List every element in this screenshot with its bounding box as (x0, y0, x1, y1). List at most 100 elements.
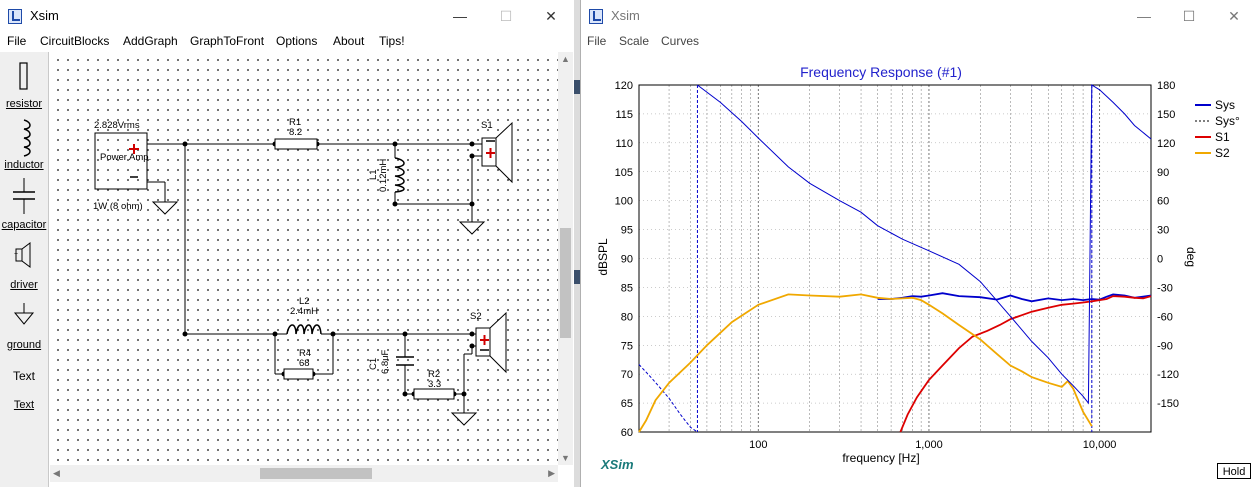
tool-inductor[interactable]: inductor (4, 159, 44, 171)
title-bar[interactable]: Xsim — ☐ ✕ (581, 0, 1257, 32)
speaker-s2[interactable] (472, 311, 507, 374)
y-tick-label: 85 (621, 282, 633, 294)
y2-tick-label: -60 (1157, 311, 1173, 323)
y-tick-label: 80 (621, 311, 633, 323)
scroll-left-icon[interactable]: ◀ (53, 468, 60, 478)
inductor-l1[interactable] (394, 157, 405, 193)
y2-tick-label: 60 (1157, 196, 1169, 208)
tool-text[interactable]: Text (13, 399, 35, 411)
hold-button[interactable]: Hold (1217, 463, 1251, 479)
scroll-down-icon[interactable]: ▼ (561, 453, 570, 463)
frequency-response-chart[interactable]: 1201151101051009590858075706560180150120… (581, 52, 1257, 487)
tool-ground[interactable]: ground (6, 339, 42, 351)
curve-sys- (638, 364, 698, 433)
inductor-icon[interactable] (0, 118, 48, 158)
y2-tick-label: 0 (1157, 254, 1163, 266)
tool-driver[interactable]: driver (10, 279, 38, 291)
ground-icon[interactable] (0, 302, 48, 330)
y2-tick-label: -90 (1157, 340, 1173, 352)
y2-tick-label: 180 (1157, 80, 1175, 92)
resistor-icon[interactable] (0, 60, 48, 94)
power-amp-box[interactable] (94, 132, 148, 190)
y-tick-label: 105 (615, 167, 633, 179)
minimize-button[interactable]: — (453, 8, 467, 24)
capacitor-icon[interactable] (0, 176, 48, 216)
y2-tick-label: 30 (1157, 225, 1169, 237)
y-tick-label: 70 (621, 369, 633, 381)
menu-about[interactable]: About (333, 34, 365, 48)
window-title: Xsim (30, 8, 59, 23)
scroll-thumb[interactable] (560, 228, 571, 338)
menu-curves[interactable]: Curves (661, 34, 700, 48)
l1-name: L1 (368, 169, 379, 180)
schematic-canvas[interactable]: 2.828Vrms Power Amp. 1W (8 ohm) R1 8.2 S… (50, 52, 558, 465)
y2-tick-label: 90 (1157, 167, 1169, 179)
y-axis-label: dBSPL (596, 238, 610, 276)
horizontal-scrollbar[interactable]: ◀ ▶ (50, 465, 558, 482)
amp-power: 1W (8 ohm) (93, 201, 143, 212)
ground-symbol[interactable] (458, 221, 486, 235)
scroll-thumb[interactable] (260, 468, 372, 479)
minimize-button[interactable]: — (1137, 8, 1151, 24)
driver-icon[interactable]: + (0, 242, 48, 272)
amp-label: Power Amp. (100, 152, 151, 163)
chart-curves (638, 84, 1152, 433)
menu-options[interactable]: Options (276, 34, 318, 48)
app-icon (8, 9, 22, 24)
schematic: 2.828Vrms Power Amp. 1W (8 ohm) R1 8.2 S… (93, 117, 513, 426)
c1-value: 6.8uF (380, 350, 391, 374)
menu-file[interactable]: File (587, 34, 607, 48)
maximize-button[interactable]: ☐ (499, 8, 513, 24)
y2-tick-label: -150 (1157, 398, 1179, 410)
close-button[interactable]: ✕ (545, 8, 557, 24)
ground-symbol[interactable] (450, 412, 478, 426)
inductor-l2[interactable] (286, 324, 322, 335)
maximize-button[interactable]: ☐ (1182, 8, 1196, 24)
curve-s1 (899, 295, 1152, 433)
menu-scale[interactable]: Scale (619, 34, 650, 48)
tool-text-icon[interactable]: Text (12, 369, 35, 383)
c1-name: C1 (368, 358, 379, 370)
y2-axis-label: deg (1184, 247, 1198, 267)
scroll-right-icon[interactable]: ▶ (548, 468, 555, 478)
window-title: Xsim (611, 8, 640, 23)
resistor-r2[interactable] (413, 388, 455, 400)
resistor-r1[interactable] (274, 138, 318, 150)
title-bar[interactable]: Xsim — ☐ ✕ (0, 0, 574, 32)
tool-capacitor[interactable]: capacitor (1, 219, 47, 231)
x-tick-label: 100 (749, 439, 767, 451)
background-window-edge (574, 270, 580, 284)
x-tick-label: 1,000 (915, 439, 943, 451)
menu-bar: File CircuitBlocks AddGraph GraphToFront… (0, 32, 574, 52)
y-tick-label: 100 (615, 196, 633, 208)
l1-value: 0.12mH (378, 159, 389, 192)
resistor-r4[interactable] (283, 368, 314, 380)
ground-symbol[interactable] (151, 201, 179, 215)
menu-addgraph[interactable]: AddGraph (123, 34, 178, 48)
menu-graphtofront[interactable]: GraphToFront (190, 34, 265, 48)
y-tick-label: 95 (621, 225, 633, 237)
chart-title: Frequency Response (#1) (800, 64, 962, 80)
r4-name: R4 (299, 348, 311, 359)
scroll-up-icon[interactable]: ▲ (561, 54, 570, 64)
legend-label: S1 (1215, 130, 1230, 144)
vertical-scrollbar[interactable]: ▲ ▼ (558, 52, 573, 465)
y-tick-label: 115 (615, 109, 633, 121)
menu-circuitblocks[interactable]: CircuitBlocks (40, 34, 110, 48)
close-button[interactable]: ✕ (1228, 8, 1240, 24)
y-tick-label: 75 (621, 340, 633, 352)
y-tick-label: 120 (615, 80, 633, 92)
svg-text:+: + (14, 251, 18, 258)
window-gap (574, 0, 580, 487)
chart-ticks: 1201151101051009590858075706560180150120… (615, 80, 1179, 451)
curve-sys (877, 292, 1152, 303)
menu-tips[interactable]: Tips! (379, 34, 405, 48)
y-tick-label: 65 (621, 398, 633, 410)
background-window-edge (574, 80, 580, 94)
y2-tick-label: -30 (1157, 282, 1173, 294)
r1-value: 8.2 (289, 127, 302, 138)
y2-tick-label: -120 (1157, 369, 1179, 381)
menu-file[interactable]: File (7, 34, 27, 48)
tool-resistor[interactable]: resistor (5, 98, 43, 110)
